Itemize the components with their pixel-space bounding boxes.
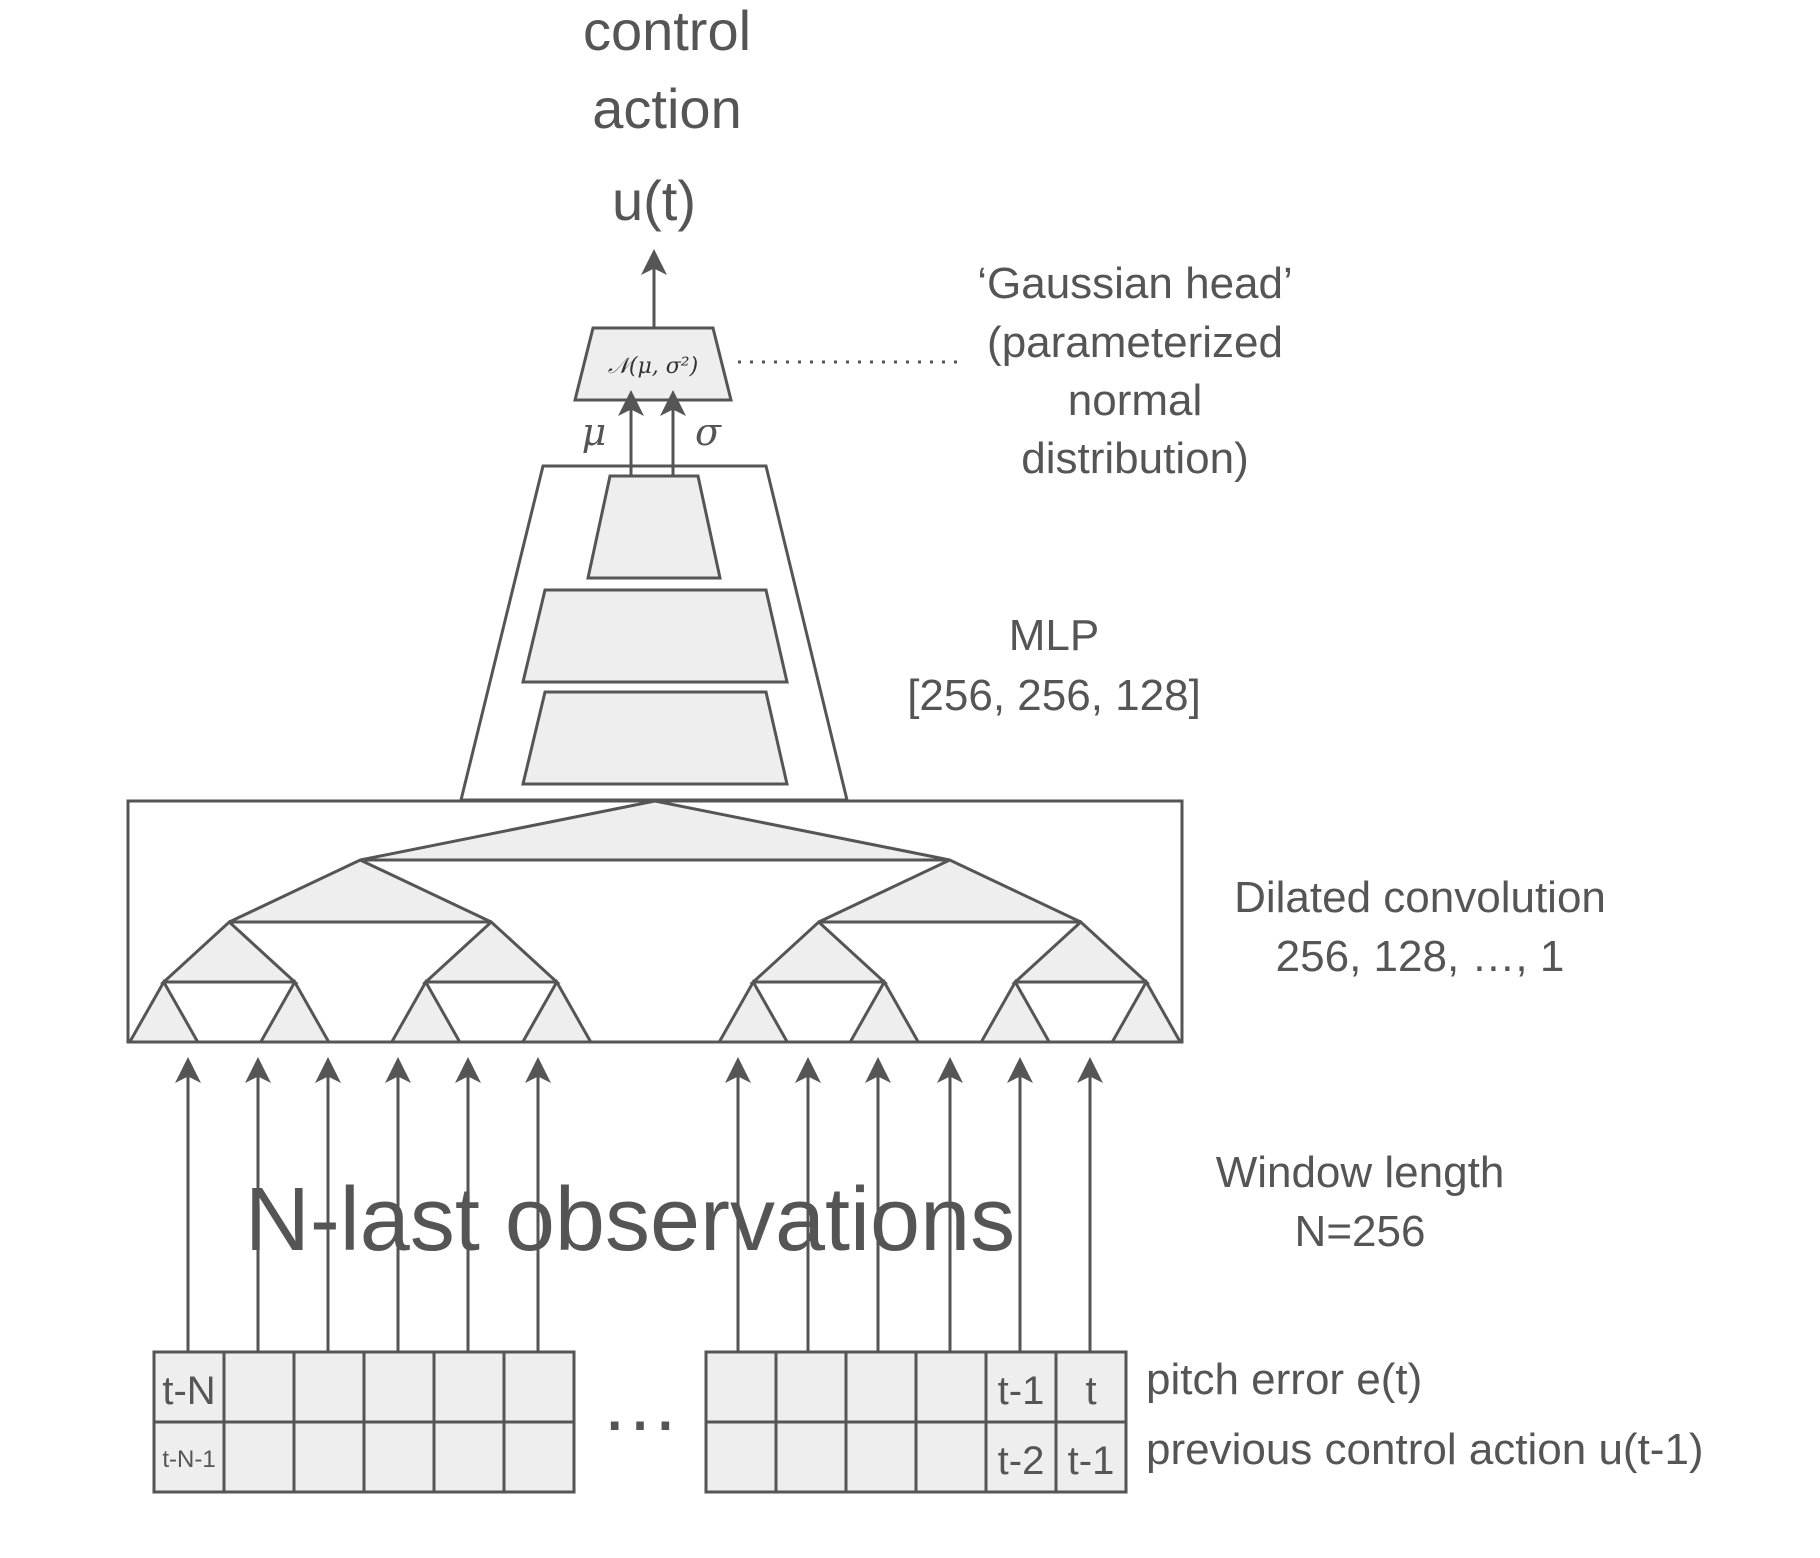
- mlp-label-line-1: MLP: [1009, 611, 1099, 660]
- left-cell-r0-c1: [222, 1350, 296, 1424]
- conv-leaf-triangle-4: [716, 978, 790, 1044]
- row-label-pitch-error: pitch error e(t): [1146, 1355, 1422, 1404]
- dilated-conv-label-line-2: 256, 128, …, 1: [1276, 932, 1565, 981]
- right-cell-r1-c5: [1054, 1420, 1128, 1494]
- output-line-2: action: [592, 77, 741, 140]
- conv-level1-triangle-1: [421, 919, 561, 984]
- gaussian-label-line-1: ‘Gaussian head’: [977, 259, 1293, 308]
- conv-leaf-triangle-2: [389, 978, 463, 1044]
- conv-level2-triangle-0: [228, 858, 492, 924]
- right-cell-r1-c4: [984, 1420, 1058, 1494]
- gaussian-label-line-2: (parameterized: [987, 318, 1283, 367]
- dilated-conv-tree: [127, 799, 1183, 1044]
- conv-leaf-triangle-7: [1109, 978, 1183, 1044]
- right-label-r0-c5: t: [1085, 1369, 1096, 1413]
- gaussian-head-formula: 𝒩(μ, σ²): [608, 354, 698, 379]
- window-length-label: Window length N=256: [1216, 1148, 1505, 1256]
- right-cell-r0-c2: [844, 1350, 918, 1424]
- conv-leaf-triangle-6: [978, 978, 1052, 1044]
- gaussian-label-line-3: normal: [1068, 376, 1203, 425]
- left-cell-r0-c3: [362, 1350, 436, 1424]
- right-label-r1-c4: t-2: [998, 1439, 1045, 1483]
- left-cell-r1-c3: [362, 1420, 436, 1494]
- left-label-r0-c0: t-N: [162, 1369, 215, 1413]
- mlp-layer-3: [586, 474, 722, 580]
- right-cell-r1-c0: [704, 1420, 778, 1494]
- conv-leaf-triangle-1: [258, 978, 332, 1044]
- mlp-layer-1: [521, 690, 789, 786]
- observation-grid-right: t-1 t t-2 t-1: [704, 1350, 1128, 1494]
- conv-leaf-triangle-5: [847, 978, 921, 1044]
- right-cell-r0-c1: [774, 1350, 848, 1424]
- right-cell-r1-c1: [774, 1420, 848, 1494]
- right-cell-r0-c0: [704, 1350, 778, 1424]
- left-cell-r1-c2: [292, 1420, 366, 1494]
- left-cell-r1-c5: [502, 1420, 576, 1494]
- gaussian-label-line-4: distribution): [1021, 434, 1248, 483]
- conv-leaf-triangle-0: [127, 978, 201, 1044]
- conv-level1-triangle-0: [159, 919, 299, 984]
- conv-level3-triangle: [359, 799, 951, 862]
- left-cell-r0-c5: [502, 1350, 576, 1424]
- left-cell-r0-c2: [292, 1350, 366, 1424]
- output-line-1: control: [583, 0, 751, 62]
- row-label-previous-action: previous control action u(t-1): [1146, 1425, 1704, 1474]
- observations-ellipsis: …: [600, 1358, 680, 1447]
- observations-title: N-last observations: [245, 1170, 1015, 1270]
- left-cell-r1-c4: [432, 1420, 506, 1494]
- output-label: control action u(t): [583, 0, 751, 232]
- right-label-r0-c4: t-1: [998, 1369, 1045, 1413]
- gaussian-head-label: ‘Gaussian head’ (parameterized normal di…: [977, 259, 1293, 483]
- input-arrows: [175, 1057, 1103, 1352]
- sigma-symbol: σ: [695, 410, 722, 454]
- gaussian-head: 𝒩(μ, σ²): [573, 326, 733, 402]
- mu-symbol: μ: [582, 410, 607, 454]
- window-label-line-1: Window length: [1216, 1148, 1505, 1197]
- dilated-conv-label-line-1: Dilated convolution: [1234, 873, 1606, 922]
- dilated-conv-label: Dilated convolution 256, 128, …, 1: [1234, 873, 1606, 981]
- left-cell-r0-c0: [152, 1350, 226, 1424]
- left-cell-r0-c4: [432, 1350, 506, 1424]
- right-cell-r1-c2: [844, 1420, 918, 1494]
- conv-leaf-triangle-3: [520, 978, 594, 1044]
- gaussian-head-box: [573, 326, 733, 402]
- mlp-label-line-2: [256, 256, 128]: [907, 671, 1201, 720]
- observation-grid-left: t-N t-N-1: [152, 1350, 576, 1494]
- mlp-label: MLP [256, 256, 128]: [907, 611, 1201, 720]
- conv-level2-triangle-1: [818, 858, 1082, 924]
- right-cell-r1-c3: [914, 1420, 988, 1494]
- conv-level1-triangle-2: [749, 919, 889, 984]
- right-cell-r0-c3: [914, 1350, 988, 1424]
- window-label-line-2: N=256: [1295, 1207, 1426, 1256]
- left-label-r1-c0: t-N-1: [162, 1446, 215, 1473]
- left-cell-r1-c1: [222, 1420, 296, 1494]
- right-cell-r0-c4: [984, 1350, 1058, 1424]
- output-line-3: u(t): [612, 169, 696, 232]
- right-label-r1-c5: t-1: [1068, 1439, 1115, 1483]
- mlp-layer-2: [521, 588, 789, 684]
- conv-level1-triangle-3: [1011, 919, 1151, 984]
